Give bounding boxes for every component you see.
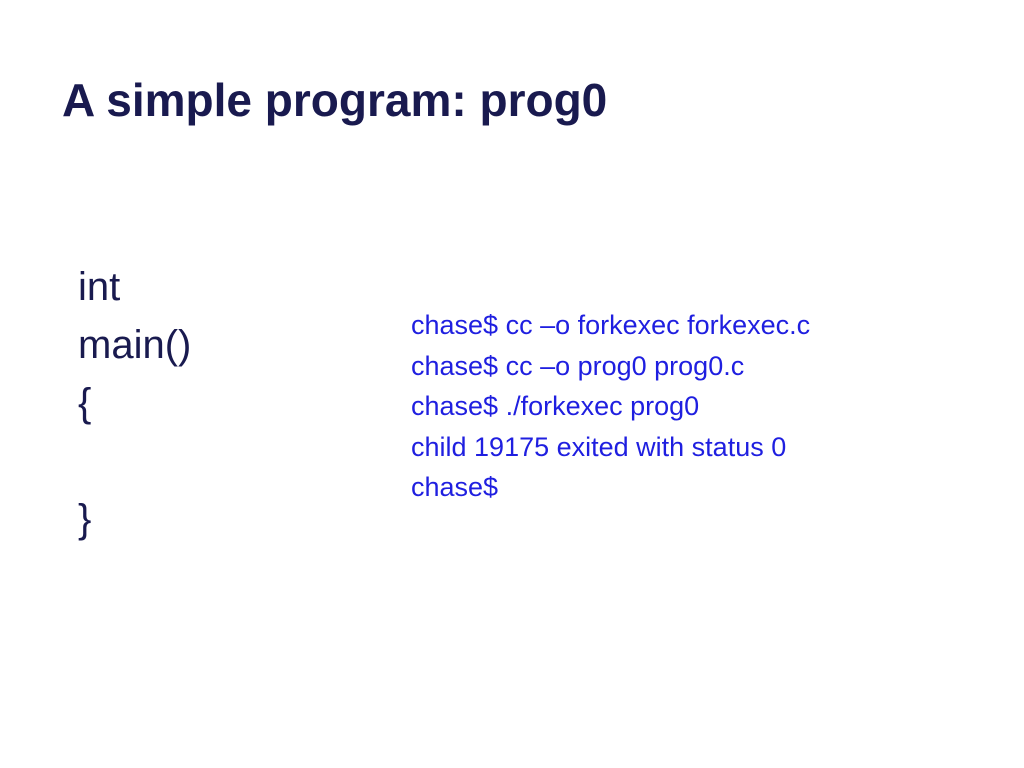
- terminal-line: chase$ ./forkexec prog0: [411, 391, 700, 421]
- code-listing: int main() { }: [78, 258, 191, 548]
- terminal-output: chase$ cc –o forkexec forkexec.c chase$ …: [411, 305, 810, 508]
- terminal-line: chase$ cc –o prog0 prog0.c: [411, 350, 745, 381]
- code-line: int: [78, 265, 121, 309]
- terminal-line: child 19175 exited with status 0: [411, 431, 787, 462]
- slide-title: A simple program: prog0: [62, 74, 608, 126]
- code-line: main(): [78, 323, 192, 367]
- terminal-line: chase$ cc –o forkexec forkexec.c: [411, 310, 811, 340]
- code-line: [78, 432, 191, 490]
- code-line: {: [78, 381, 92, 425]
- terminal-line: chase$: [411, 472, 499, 502]
- code-line: }: [78, 497, 92, 541]
